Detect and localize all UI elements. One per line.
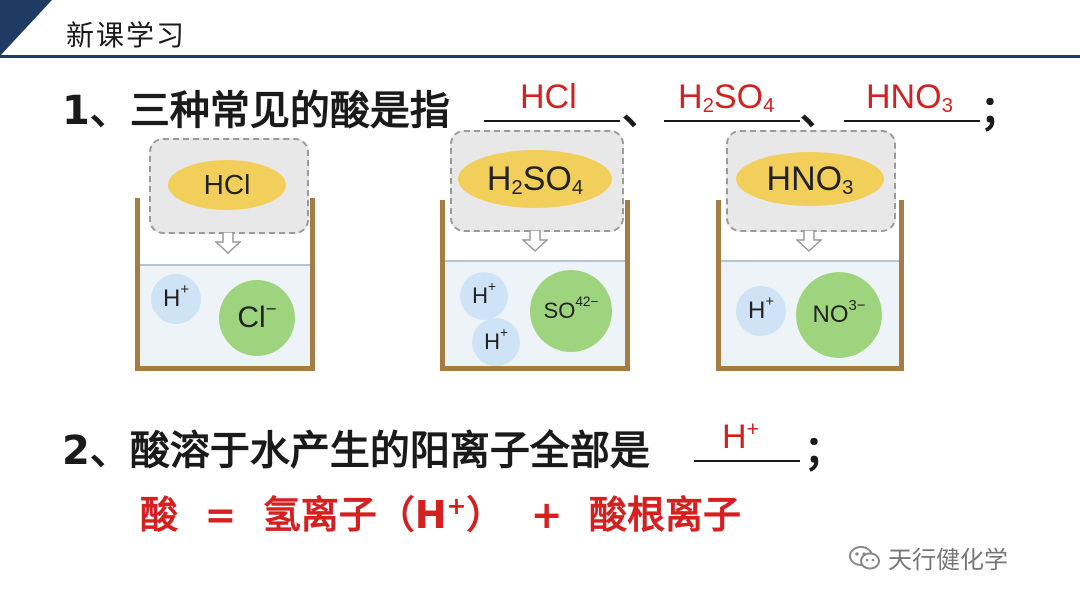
formula-ellipse: HNO3 (736, 152, 884, 206)
q1-answer-h2so4: H2SO4 (678, 78, 774, 117)
wechat-icon (849, 545, 880, 569)
ion-label: Cl− (237, 298, 277, 334)
q1-answer-hno3-text: HNO3 (866, 78, 953, 117)
q1-blank-2 (664, 120, 800, 122)
ion-label: H+ (484, 325, 508, 354)
question-2-text: 2、酸溶于水产生的阳离子全部是 (62, 428, 650, 474)
formula-label: HNO3 (766, 159, 854, 199)
ion-label: H+ (472, 279, 496, 308)
ion-hydrogen: H+ (151, 274, 201, 324)
ion-label: NO3− (812, 298, 866, 328)
ion-label: SO42− (543, 294, 599, 323)
q2-answer: H+ (722, 418, 759, 457)
equation-text: 酸 = 氢离子（H+） + 酸根离子 (140, 492, 742, 537)
q1-answer-hno3: HNO3 (866, 78, 953, 117)
q2-answer-text: H+ (722, 418, 759, 456)
ion-sulfate: SO42− (530, 270, 612, 352)
beaker-hno3: HNO3 H+ NO3− (716, 130, 906, 371)
q1-answer-hcl-text: HCl (520, 78, 577, 116)
ion-nitrate: NO3− (796, 272, 882, 358)
beaker-hcl: HCl H+ Cl− (135, 138, 315, 371)
q2-end-punct: ； (804, 428, 844, 474)
watermark: 天行健化学 (848, 540, 1008, 575)
q1-answer-h2so4-text: H2SO4 (678, 78, 775, 117)
formula-ellipse: HCl (168, 160, 286, 210)
question-1-text: 1、三种常见的酸是指 (62, 88, 450, 134)
ion-hydrogen: H+ (472, 318, 520, 366)
q1-answer-hcl: HCl (520, 78, 577, 117)
formula-ellipse: H2SO4 (458, 150, 612, 208)
formula-label: H2SO4 (486, 159, 584, 199)
header-divider (0, 55, 1080, 58)
q1-separator-1: 、 (622, 88, 662, 134)
dissolve-arrow-icon (215, 232, 241, 254)
dissolve-arrow-icon (522, 230, 548, 252)
acid-definition-equation: 酸 = 氢离子（H+） + 酸根离子 (140, 484, 741, 539)
q1-blank-1 (484, 120, 620, 122)
ion-label: H+ (747, 294, 775, 324)
ion-label: H+ (162, 282, 190, 312)
q2-blank (694, 460, 800, 462)
dissolve-arrow-icon (796, 230, 822, 252)
ion-hydrogen: H+ (736, 286, 786, 336)
q1-blank-3 (844, 120, 980, 122)
q1-end-punct: ； (980, 88, 1020, 134)
watermark-text: 天行健化学 (888, 546, 1008, 574)
q1-separator-2: 、 (800, 88, 840, 134)
header-accent-triangle (0, 0, 52, 56)
ion-chloride: Cl− (219, 280, 295, 356)
formula-label: HCl (203, 169, 251, 200)
ion-hydrogen: H+ (460, 272, 508, 320)
beaker-h2so4: H2SO4 H+ H+ SO42− (440, 130, 630, 371)
page-title: 新课学习 (66, 19, 187, 52)
